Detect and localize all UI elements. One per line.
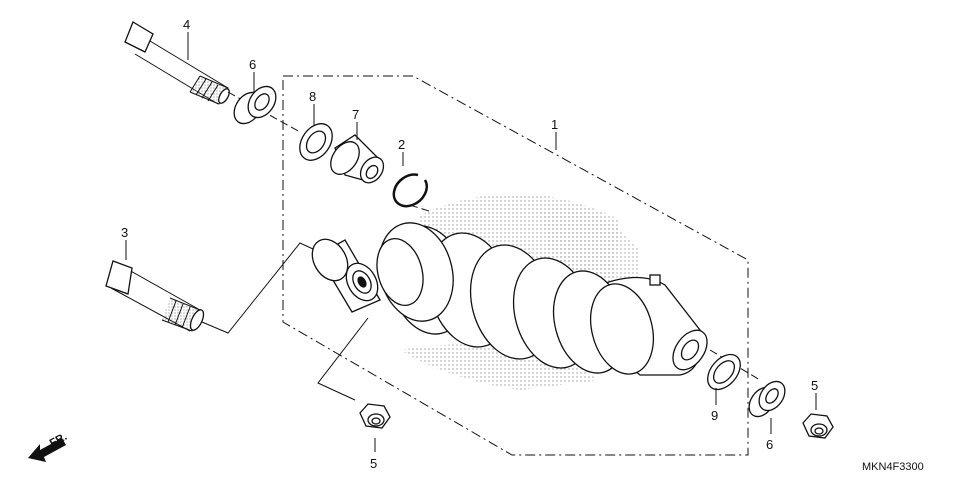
callout-8: 8 [309, 89, 316, 104]
front-arrow-icon: FR. [28, 431, 69, 462]
nut-lower-left [359, 403, 391, 429]
collar-lower [748, 380, 786, 418]
callout-6-lower: 6 [766, 437, 773, 452]
nut-lower-right [802, 413, 834, 439]
callout-2: 2 [398, 137, 405, 152]
collar-upper [233, 85, 277, 125]
bush-7 [330, 134, 385, 184]
callout-6-upper: 6 [249, 57, 256, 72]
bolt-upper [124, 21, 301, 133]
callout-1: 1 [551, 117, 558, 132]
callout-5-right: 5 [811, 378, 818, 393]
callout-7: 7 [352, 107, 359, 122]
callout-5-left: 5 [370, 456, 377, 471]
callout-9: 9 [711, 408, 718, 423]
washer-8 [299, 123, 333, 161]
bolt-lower [105, 242, 314, 334]
drawing-code: MKN4F3300 [862, 461, 924, 473]
front-direction-label: FR. [48, 431, 69, 450]
callout-leaders [125, 32, 817, 452]
callout-3: 3 [121, 225, 128, 240]
shock-absorber [311, 193, 761, 401]
callout-4: 4 [183, 17, 190, 32]
washer-9 [707, 353, 741, 391]
assembly-boundary [282, 75, 749, 456]
circlip-2 [392, 173, 433, 213]
